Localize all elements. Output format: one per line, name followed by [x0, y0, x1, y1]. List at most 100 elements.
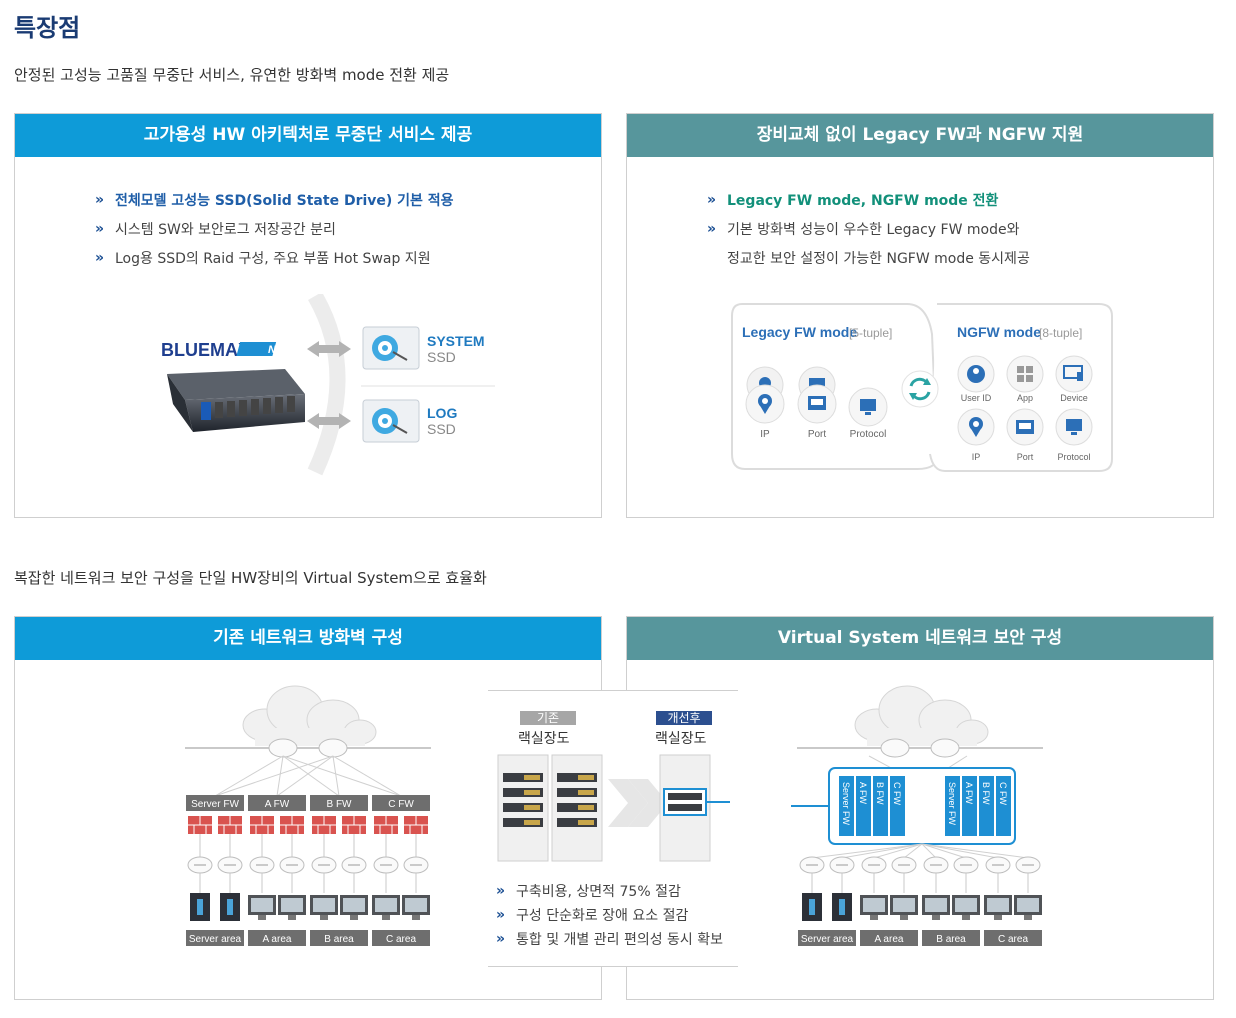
intro-text-1: 안정된 고성능 고품질 무중단 서비스, 유연한 방화벽 mode 전환 제공	[14, 66, 450, 84]
panel-ha-header: 고가용성 HW 아키텍처로 무중단 서비스 제공	[15, 114, 601, 157]
area-label-text: B area	[936, 934, 966, 945]
fw-label-text: B FW	[327, 799, 353, 810]
port-icon	[797, 384, 837, 424]
monitor-icon	[922, 895, 950, 920]
virtual-fw-label: C FW	[892, 782, 902, 805]
before-label: 랙실장도	[518, 731, 570, 747]
virtual-fw-label: C FW	[998, 782, 1008, 805]
switch-icon	[311, 856, 337, 874]
fw-label	[248, 795, 306, 811]
area-label	[310, 930, 368, 946]
ssd1-label-line1: SYSTEM	[427, 333, 485, 349]
bullet-item: 정교한 보안 설정이 가능한 NGFW mode 동시제공	[727, 251, 1030, 267]
arrow-icon	[608, 779, 668, 827]
virtual-fw-label: A FW	[858, 782, 868, 805]
switch-mode-icon	[901, 370, 939, 408]
app-icon	[1006, 355, 1044, 393]
area-label-text: Server area	[801, 934, 854, 945]
bullet-item: 시스템 SW와 보안로그 저장공간 분리	[95, 215, 454, 245]
protocol-icon	[848, 387, 888, 427]
ssd2-label-line1: LOG	[427, 405, 457, 421]
monitor-icon	[402, 895, 430, 920]
virtual-fw-block	[856, 776, 871, 836]
rack-illustration	[497, 754, 730, 862]
rack-after	[659, 754, 730, 862]
panel-legacy-network-header: 기존 네트워크 방화벽 구성	[15, 617, 601, 660]
panel-ha: 고가용성 HW 아키텍처로 무중단 서비스 제공 전체모델 고성능 SSD(So…	[14, 113, 602, 518]
bullet-item: Log용 SSD의 Raid 구성, 주요 부품 Hot Swap 지원	[95, 244, 454, 274]
panel-mode: 장비교체 없이 Legacy FW과 NGFW 지원 Legacy FW mod…	[626, 113, 1214, 518]
virtual-fw-block	[890, 776, 905, 836]
router-icon	[318, 738, 348, 758]
ngfw-ip-icon	[957, 408, 995, 446]
fw-label-text: C FW	[388, 799, 414, 810]
ngfw-protocol-icon	[1055, 408, 1093, 446]
intro-text-2: 복잡한 네트워크 보안 구성을 단일 HW장비의 Virtual System으…	[14, 569, 487, 587]
router-icon	[930, 738, 960, 758]
rack-before-2	[551, 754, 603, 862]
system-ssd-icon	[362, 326, 420, 370]
ngf-badge-text: NGF	[268, 344, 292, 356]
area-label	[984, 930, 1042, 946]
server-icon	[802, 893, 822, 921]
firewall-brick-icon	[374, 816, 398, 834]
switch-icon	[187, 856, 213, 874]
ngfw-icon-label: Port	[1017, 452, 1034, 462]
switch-icon	[373, 856, 399, 874]
cloud-icon	[242, 685, 377, 746]
bullet-item: 구축비용, 상면적 75% 절감	[496, 879, 723, 904]
arrow-icon	[307, 341, 351, 429]
bluemax-logo: BLUEMAX	[161, 340, 250, 360]
area-label	[186, 930, 244, 946]
bullet-item: 구성 단순화로 장애 요소 절감	[496, 903, 723, 928]
ssd2-label-line2: SSD	[427, 421, 456, 437]
area-label-text: A area	[263, 934, 292, 945]
area-label-text: B area	[324, 934, 354, 945]
virtual-fw-block	[962, 776, 977, 836]
area-label-text: C area	[998, 934, 1028, 945]
firewall-brick-icon	[250, 816, 274, 834]
area-label-text: Server area	[189, 934, 242, 945]
switch-icon	[1015, 856, 1041, 874]
after-label: 랙실장도	[655, 731, 707, 747]
bullet-item: 통합 및 개별 관리 편의성 동시 확보	[496, 927, 723, 952]
switch-icon	[403, 856, 429, 874]
bullet-item: 전체모델 고성능 SSD(Solid State Drive) 기본 적용	[95, 186, 454, 216]
switch-icon	[341, 856, 367, 874]
switch-icon	[217, 856, 243, 874]
legacy-icon-label: Protocol	[850, 429, 887, 440]
ngfw-icon-label: IP	[972, 452, 981, 462]
ngfw-tuple: [8-tuple]	[1039, 326, 1082, 340]
panel-ha-bullets: 전체모델 고성능 SSD(Solid State Drive) 기본 적용 시스…	[95, 186, 454, 274]
virtual-fw-block	[979, 776, 994, 836]
area-label	[248, 930, 306, 946]
monitor-icon	[952, 895, 980, 920]
monitor-icon	[860, 895, 888, 920]
monitor-icon	[340, 895, 368, 920]
fw-label-text: Server FW	[191, 799, 239, 810]
fw-label	[310, 795, 368, 811]
monitor-icon	[1014, 895, 1042, 920]
ngfw-icon-label: User ID	[961, 393, 992, 403]
firewall-brick-icon	[342, 816, 366, 834]
switch-icon	[953, 856, 979, 874]
ngfw-mode-title: NGFW mode	[957, 324, 1041, 340]
server-icon	[220, 893, 240, 921]
router-icon	[268, 738, 298, 758]
virtual-fw-label: B FW	[981, 782, 991, 805]
fw-label	[186, 795, 244, 811]
monitor-icon	[984, 895, 1012, 920]
rack-comparison: 기존 랙실장도 개선후 랙실장도 구축비용, 상면적 75% 절감 구성 단순화…	[488, 690, 738, 967]
switch-icon	[861, 856, 887, 874]
page-title: 특장점	[14, 14, 81, 42]
rack-comparison-bullets: 구축비용, 상면적 75% 절감 구성 단순화로 장애 요소 절감 통합 및 개…	[496, 879, 723, 952]
virtual-fw-label: A FW	[964, 782, 974, 805]
legacy-icon-label: IP	[760, 429, 770, 440]
virtual-fw-block	[945, 776, 960, 836]
virtual-fw-label: Server FW	[947, 782, 957, 826]
ssd1-label-line2: SSD	[427, 349, 456, 365]
area-label	[798, 930, 856, 946]
before-tag: 기존	[520, 711, 576, 725]
